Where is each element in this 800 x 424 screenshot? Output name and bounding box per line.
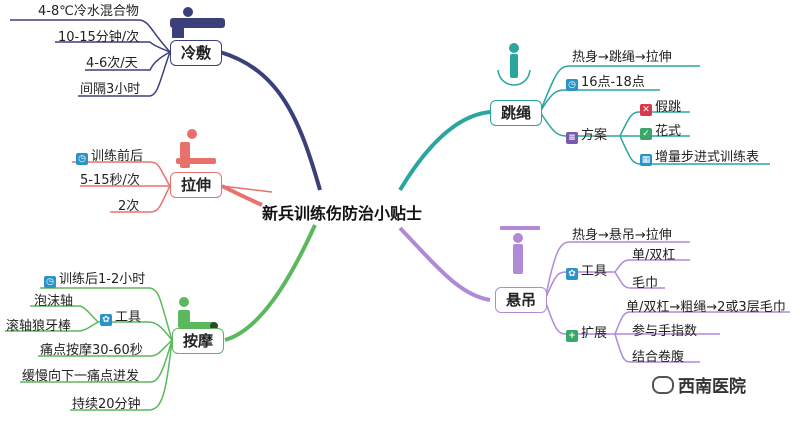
hang-item-towel: 毛巾 <box>632 276 659 291</box>
branch-line-cold <box>219 50 322 191</box>
rope-item-time: ◷16点-18点 <box>566 75 645 91</box>
hang-item-bars: 单/双杠 <box>632 248 676 263</box>
branch-line-rope <box>398 110 491 192</box>
cross-icon: ✕ <box>640 104 652 116</box>
rope-item-fake-jump-text: 假跳 <box>655 100 682 115</box>
node-massage-label: 按摩 <box>182 332 213 350</box>
stretch-item-timing-text: 训练前后 <box>91 149 144 164</box>
node-stretch-label: 拉伸 <box>180 176 211 194</box>
hang-sublines <box>544 241 790 363</box>
node-rope: 跳绳 <box>490 100 542 126</box>
branch-line-stretch <box>221 184 263 207</box>
cold-item-frequency: 4-6次/天 <box>86 56 138 71</box>
watermark-text: 西南医院 <box>678 377 746 397</box>
node-stretch: 拉伸 <box>170 172 222 198</box>
rope-item-fancy: ✓花式 <box>640 124 681 140</box>
stretch-item-timing: ◷训练前后 <box>76 149 143 165</box>
table-icon: ▦ <box>640 154 652 166</box>
massage-sublines <box>5 287 173 411</box>
clock-icon: ◷ <box>76 153 88 165</box>
node-hang: 悬吊 <box>495 287 547 313</box>
rope-item-plan-text: 方案 <box>581 128 608 143</box>
hang-item-tools-text: 工具 <box>581 264 608 279</box>
node-cold-label: 冷敷 <box>180 44 211 62</box>
rope-item-time-text: 16点-18点 <box>581 75 645 90</box>
branch-line-hang <box>398 226 491 302</box>
massage-item-foam-roller: 泡沫轴 <box>34 294 74 309</box>
rope-item-sequence: 热身→跳绳→拉伸 <box>572 50 672 65</box>
list-icon: ≡ <box>566 132 578 144</box>
cold-item-temp: 4-8℃冷水混合物 <box>38 4 139 19</box>
stretch-figure-icon <box>176 129 216 168</box>
hang-item-expand: +扩展 <box>566 326 607 342</box>
rope-item-table: ▦增量步进式训练表 <box>640 150 759 166</box>
hang-figure-icon <box>500 226 540 274</box>
massage-figure-icon <box>178 297 218 330</box>
hang-item-fingers: 参与手指数 <box>632 324 698 339</box>
massage-item-tools: ✿工具 <box>100 310 141 326</box>
clock-icon: ◷ <box>566 79 578 91</box>
node-hang-label: 悬吊 <box>505 291 536 309</box>
cold-item-duration: 10-15分钟/次 <box>58 30 140 45</box>
rope-item-table-text: 增量步进式训练表 <box>655 150 760 165</box>
cold-figure-icon <box>170 7 225 38</box>
clock-icon: ◷ <box>44 276 56 288</box>
stretch-item-duration: 5-15秒/次 <box>80 173 140 188</box>
stretch-sublines <box>72 161 273 213</box>
hang-item-progression: 单/双杠→粗绳→2或3层毛巾 <box>626 300 786 315</box>
rope-item-fake-jump: ✕假跳 <box>640 100 681 116</box>
node-massage: 按摩 <box>172 328 224 354</box>
cold-sublines <box>10 19 171 97</box>
plus-icon: + <box>566 330 578 342</box>
hang-item-sequence: 热身→悬吊→拉伸 <box>572 228 672 243</box>
hang-item-tools: ✿工具 <box>566 264 607 280</box>
hang-item-crunch: 结合卷腹 <box>632 350 685 365</box>
center-title: 新兵训练伤防治小贴士 <box>262 204 423 223</box>
node-cold: 冷敷 <box>170 40 222 66</box>
wechat-icon <box>652 376 674 394</box>
check-icon: ✓ <box>640 128 652 140</box>
massage-item-tools-text: 工具 <box>115 310 142 325</box>
massage-item-move-down: 缓慢向下一痛点进发 <box>22 369 140 384</box>
rope-item-plan: ≡方案 <box>566 128 607 144</box>
massage-item-trigger-point: 痛点按摩30-60秒 <box>40 343 143 358</box>
stretch-item-count: 2次 <box>118 199 140 214</box>
hang-item-expand-text: 扩展 <box>581 326 608 341</box>
cold-item-interval: 间隔3小时 <box>80 82 141 97</box>
massage-item-spike-roller: 滚轴狼牙棒 <box>6 319 72 334</box>
massage-item-duration: 持续20分钟 <box>72 397 141 412</box>
massage-item-timing: ◷训练后1-2小时 <box>44 272 145 288</box>
gear-icon: ✿ <box>566 268 578 280</box>
rope-figure-icon <box>497 43 531 86</box>
node-rope-label: 跳绳 <box>500 104 531 122</box>
branch-line-massage <box>224 224 317 342</box>
watermark: 西南医院 <box>652 372 746 397</box>
massage-item-timing-text: 训练后1-2小时 <box>59 272 146 287</box>
gear-icon: ✿ <box>100 314 112 326</box>
rope-item-fancy-text: 花式 <box>655 124 682 139</box>
rope-sublines <box>539 65 770 165</box>
